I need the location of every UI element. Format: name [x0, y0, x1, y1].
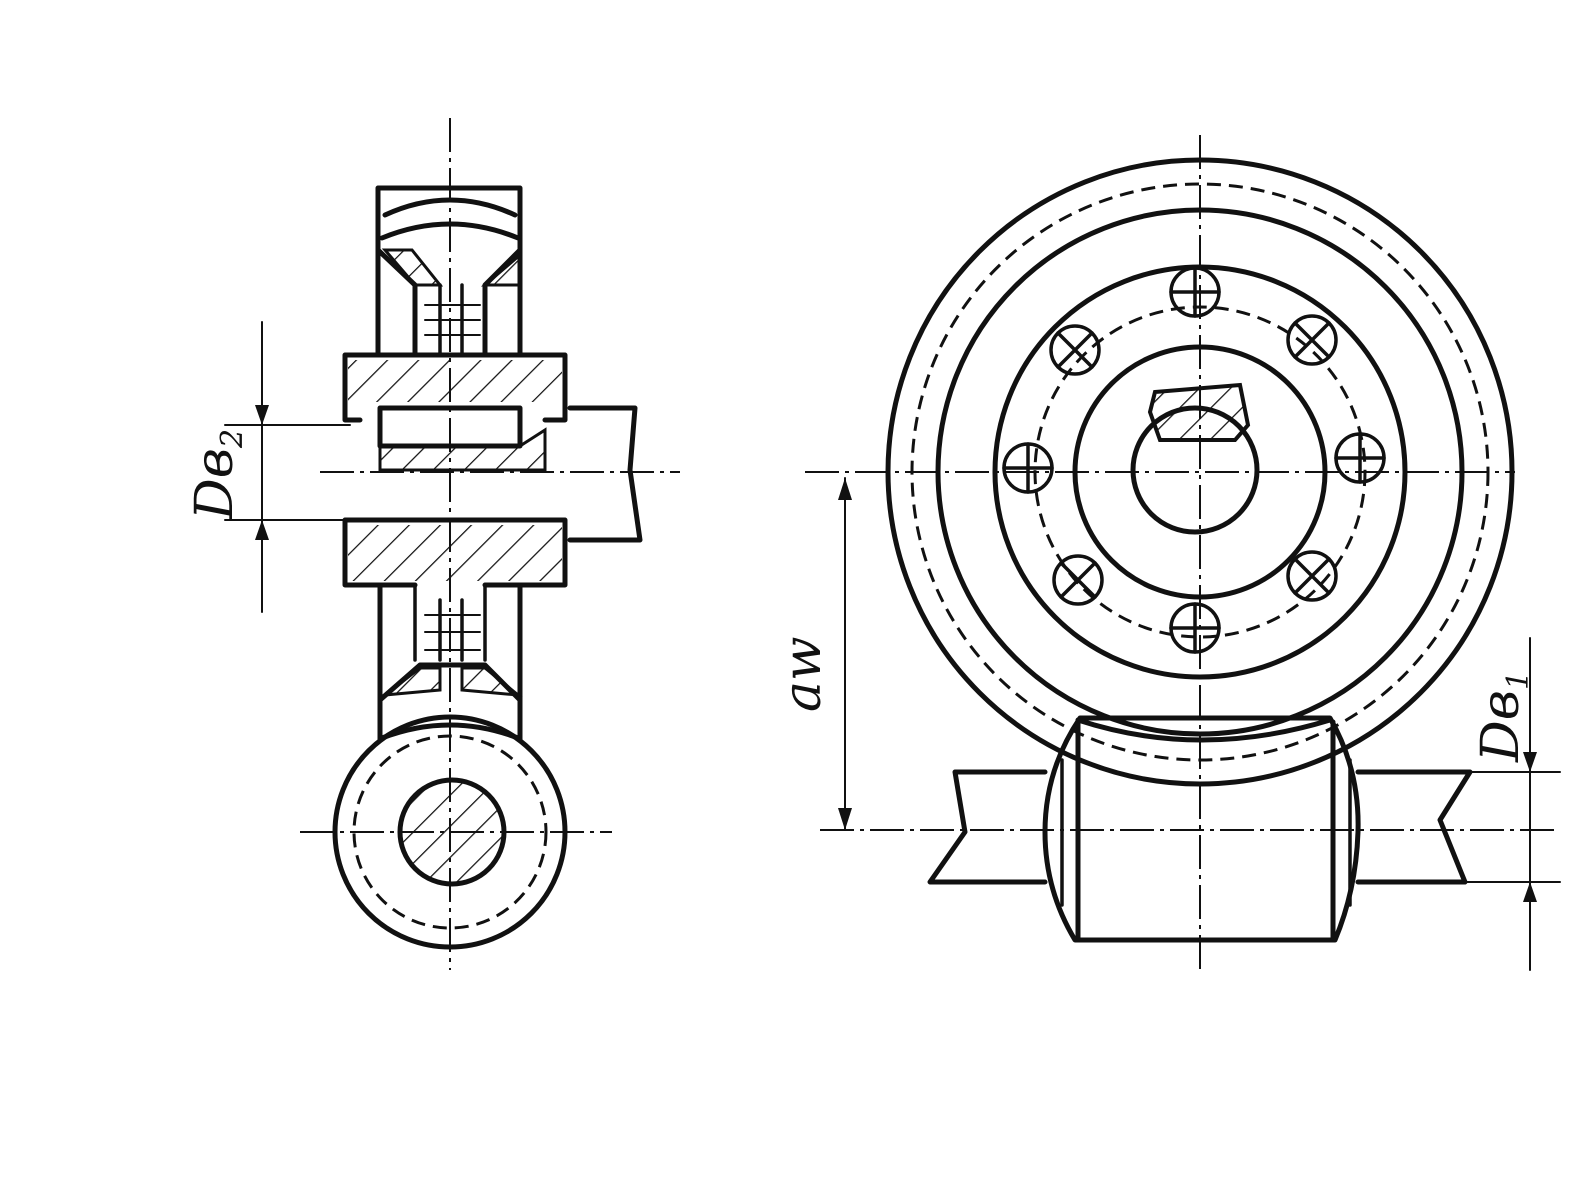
lower-rim-hatch [380, 666, 523, 697]
hub-lower-hatch [348, 525, 562, 581]
key-section [1147, 382, 1251, 442]
dim-aw-label: aw [773, 636, 833, 712]
wheel-shaft [567, 405, 643, 543]
dim-dv2-label: Dв2 [185, 429, 250, 521]
wheel-rim-inner-circle [935, 207, 1465, 737]
front-view: aw Dв1 [773, 135, 1561, 975]
wheel-pitch-circle [910, 182, 1490, 762]
worm-pitch-circle [352, 734, 548, 930]
dimension-aw: aw [773, 477, 852, 831]
keyway-hatch [378, 427, 547, 472]
bolt-circle [1033, 305, 1367, 639]
bolts [1002, 266, 1386, 654]
dimension-dv2: Dв2 [185, 321, 269, 613]
hub-outline [342, 352, 568, 588]
hub-upper-hatch [348, 360, 562, 402]
worm-body [1042, 715, 1361, 943]
dim-dv1-label: Dв1 [1471, 671, 1536, 763]
section-view: Dв2 [185, 118, 680, 970]
lower-web [413, 583, 487, 662]
hub-circle [1072, 344, 1328, 600]
wheel-outer-circle [885, 157, 1515, 787]
worm-shaft-left [927, 769, 1048, 885]
dimension-dv1: Dв1 [1464, 637, 1561, 971]
worm-shaft-right [1355, 769, 1473, 885]
